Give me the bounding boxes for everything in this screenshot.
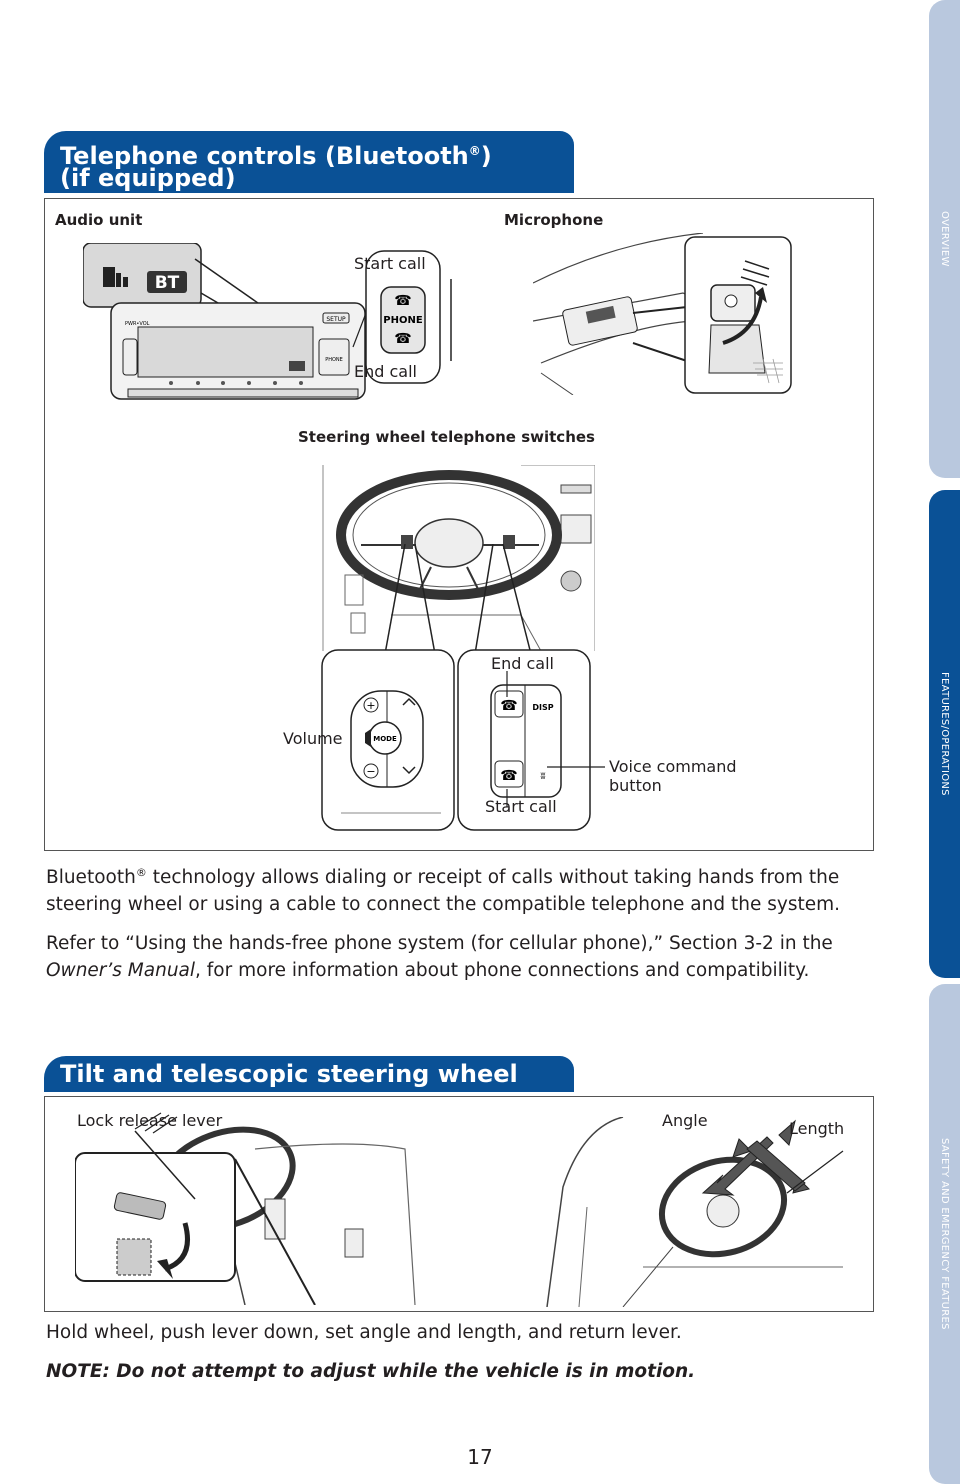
refer-after: , for more information about phone conne… (195, 960, 810, 982)
tab-overview[interactable]: OVERVIEW (929, 0, 960, 478)
phone-switch-zoom: ☎ DISP ☎ ʬ (457, 649, 591, 831)
volume-label: Volume (283, 729, 343, 748)
tab-features-label: FEATURES/OPERATIONS (939, 672, 950, 796)
steering-callout-lines (384, 544, 532, 654)
svg-text:+: + (366, 699, 375, 712)
lock-release-illustration (75, 1112, 416, 1305)
lock-release-label: Lock release lever (77, 1111, 223, 1130)
length-label: Length (789, 1119, 845, 1138)
microphone-illustration (533, 233, 792, 395)
voice-command-label-line1: Voice command (609, 757, 737, 776)
paragraph-hold-wheel: Hold wheel, push lever down, set angle a… (46, 1322, 682, 1343)
end-call-top-label: End call (354, 362, 417, 381)
bluetooth-rest: technology allows dialing or receipt of … (46, 867, 840, 916)
start-call-bottom-label: Start call (485, 797, 557, 816)
bluetooth-reg: ® (135, 866, 147, 879)
phone-button-label: PHONE (383, 315, 423, 326)
voice-command-label-line2: button (609, 776, 662, 795)
start-call-top-label: Start call (354, 254, 426, 273)
section-header-tilt: Tilt and telescopic steering wheel (44, 1056, 574, 1092)
svg-text:−: − (366, 765, 375, 778)
svg-text:ʬ: ʬ (540, 771, 545, 782)
paragraph-refer: Refer to “Using the hands-free phone sys… (46, 930, 866, 984)
tilt-title: Tilt and telescopic steering wheel (60, 1060, 518, 1088)
svg-text:☎: ☎ (500, 768, 517, 784)
tilt-figure: Lock release lever Angle Length (44, 1096, 874, 1312)
section-header-telephone: Telephone controls (Bluetooth®) (if equi… (44, 131, 574, 193)
mode-button-label: MODE (373, 735, 397, 743)
header-line2: (if equipped) (60, 164, 236, 192)
refer-manual: Owner’s Manual (46, 960, 196, 982)
disp-button-label: DISP (532, 703, 553, 712)
header-line1: Telephone controls (Bluetooth (60, 142, 469, 170)
volume-switch-zoom: + − MODE (321, 649, 455, 831)
end-call-bottom-label: End call (491, 654, 554, 673)
steering-switches-label: Steering wheel telephone switches (298, 428, 595, 446)
header-reg: ® (468, 144, 481, 158)
svg-text:☎: ☎ (394, 293, 411, 309)
tab-safety-emergency[interactable]: SAFETY AND EMERGENCY FEATURES (929, 984, 960, 1484)
audio-unit-illustration: BT SETUP PHONE PWR•VOL ☎ PHONE ☎ (83, 243, 452, 400)
bt-badge: BT (155, 273, 180, 293)
note-text: NOTE: Do not attempt to adjust while the… (46, 1361, 696, 1382)
svg-text:☎: ☎ (500, 698, 517, 714)
refer-before: Refer to “Using the hands-free phone sys… (46, 933, 833, 955)
tab-features-operations[interactable]: FEATURES/OPERATIONS (929, 490, 960, 978)
radio-setup: SETUP (326, 316, 346, 323)
microphone-label: Microphone (504, 211, 604, 229)
svg-text:☎: ☎ (394, 331, 411, 347)
radio-phone: PHONE (325, 357, 343, 363)
tab-safety-label: SAFETY AND EMERGENCY FEATURES (939, 1138, 950, 1330)
tilt-description: Hold wheel, push lever down, set angle a… (46, 1319, 866, 1397)
audio-unit-label: Audio unit (55, 211, 143, 229)
angle-label: Angle (662, 1111, 708, 1130)
telephone-figure: Audio unit Microphone BT SETUP PHONE PWR… (44, 198, 874, 851)
paragraph-bluetooth: Bluetooth® technology allows dialing or … (46, 859, 866, 918)
telephone-description: Bluetooth® technology allows dialing or … (46, 859, 866, 996)
page-number: 17 (467, 1445, 493, 1469)
radio-pwr: PWR•VOL (125, 321, 150, 327)
angle-length-illustration (546, 1117, 844, 1307)
tab-overview-label: OVERVIEW (939, 211, 950, 267)
header-close: ) (480, 142, 492, 170)
bluetooth-word: Bluetooth (46, 867, 136, 889)
switch-callouts (506, 671, 605, 807)
